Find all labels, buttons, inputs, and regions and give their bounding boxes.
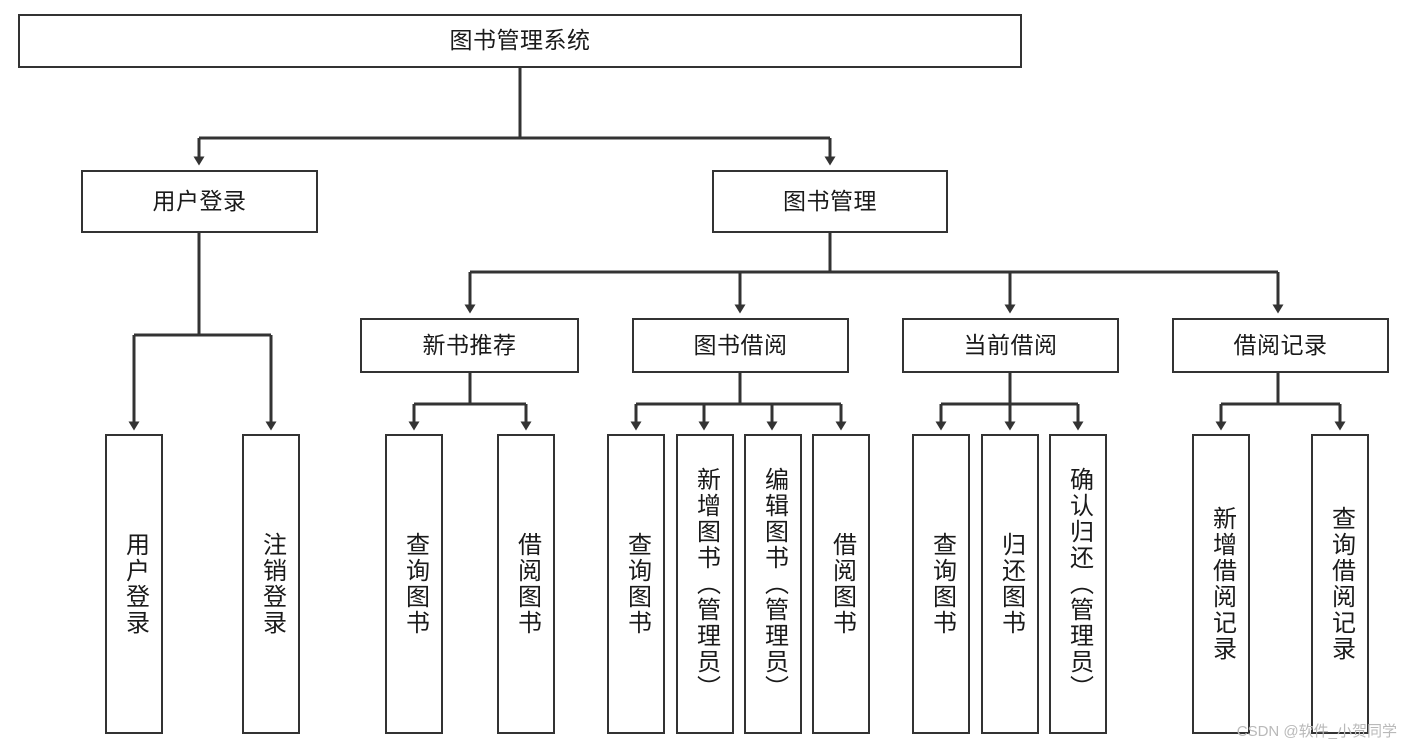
node-label: 新增图书（管理员） [692,467,720,701]
node-label: 图书管理 [783,187,877,214]
node-root-system[interactable]: 图书管理系统 [18,14,1022,68]
node-leaf-return-book[interactable]: 归还图书 [981,434,1039,734]
node-leaf-query-book-2[interactable]: 查询图书 [607,434,665,734]
node-label: 用户登录 [152,187,247,214]
node-label: 图书管理系统 [449,27,591,54]
node-current-borrow[interactable]: 当前借阅 [902,318,1119,373]
node-leaf-query-book-3[interactable]: 查询图书 [912,434,970,734]
node-leaf-logout-login[interactable]: 注销登录 [242,434,300,734]
node-label: 查询借阅记录 [1327,506,1355,662]
node-leaf-borrow-book-1[interactable]: 借阅图书 [497,434,555,734]
node-new-book-recommend[interactable]: 新书推荐 [360,318,579,373]
node-leaf-add-book[interactable]: 新增图书（管理员） [676,434,734,734]
node-label: 新书推荐 [422,331,517,358]
node-label: 当前借阅 [963,331,1058,358]
node-label: 用户登录 [121,532,149,636]
node-book-management[interactable]: 图书管理 [712,170,948,233]
node-leaf-borrow-book-2[interactable]: 借阅图书 [812,434,870,734]
node-label: 借阅图书 [828,532,856,636]
node-label: 归还图书 [997,532,1025,636]
node-label: 查询图书 [928,532,956,636]
node-label: 图书借阅 [693,331,788,358]
node-leaf-query-book-1[interactable]: 查询图书 [385,434,443,734]
node-label: 查询图书 [623,532,651,636]
node-label: 注销登录 [258,532,286,636]
node-label: 新增借阅记录 [1208,506,1236,662]
node-leaf-confirm-return[interactable]: 确认归还（管理员） [1049,434,1107,734]
node-label: 借阅图书 [513,532,541,636]
node-label: 借阅记录 [1233,331,1328,358]
csdn-watermark: CSDN @软件_小贺同学 [1236,723,1397,740]
node-label: 确认归还（管理员） [1065,467,1093,701]
node-label: 编辑图书（管理员） [760,467,788,701]
node-leaf-query-record[interactable]: 查询借阅记录 [1311,434,1369,734]
node-user-login[interactable]: 用户登录 [81,170,318,233]
node-leaf-edit-book[interactable]: 编辑图书（管理员） [744,434,802,734]
node-book-borrow[interactable]: 图书借阅 [632,318,849,373]
node-leaf-user-login[interactable]: 用户登录 [105,434,163,734]
node-leaf-add-record[interactable]: 新增借阅记录 [1192,434,1250,734]
node-label: 查询图书 [401,532,429,636]
node-borrow-record[interactable]: 借阅记录 [1172,318,1389,373]
